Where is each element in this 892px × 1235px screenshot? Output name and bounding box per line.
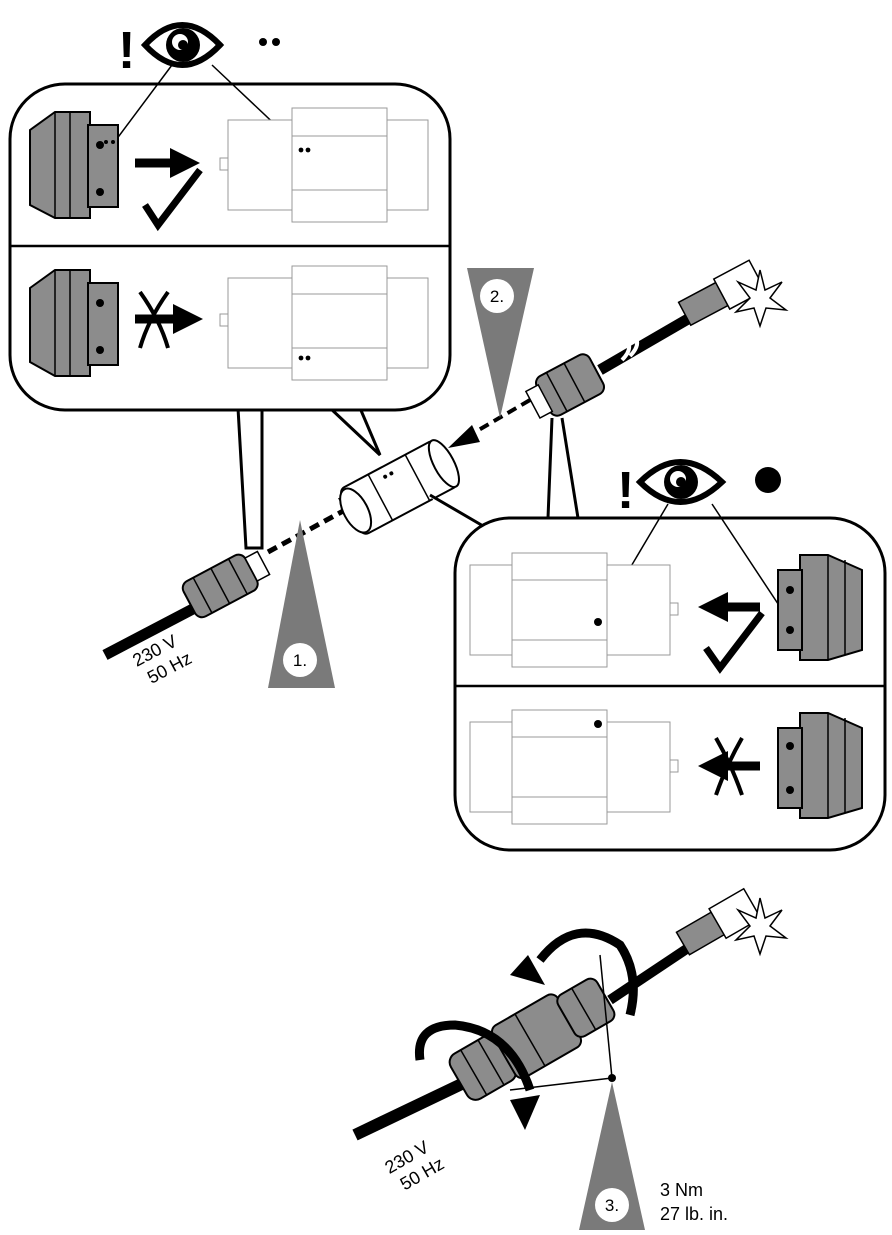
arrow-icon-head — [698, 751, 728, 781]
data-cable-lower — [607, 935, 703, 1005]
torque-metric-label: 3 Nm — [660, 1180, 703, 1200]
socket-side-view-correct — [219, 107, 429, 223]
attention-mark-right: ! — [617, 462, 634, 520]
eye-icon — [140, 22, 225, 68]
cable-break-mark — [620, 337, 640, 362]
step-1-number: 1. — [293, 651, 307, 670]
rotation-arrow-icon-head — [510, 1095, 540, 1130]
torque-pointer-line — [509, 1077, 613, 1091]
rotation-arrow-icon — [414, 1020, 535, 1092]
step-3-number: 3. — [605, 1196, 619, 1215]
dot-marker-large — [755, 467, 781, 493]
insert-arrow-step1 — [266, 507, 347, 555]
arrow-icon — [448, 425, 480, 448]
tightening-view: 230 V 50 Hz 3. 3 Nm 27 lb. in. — [352, 887, 789, 1230]
step-1-indicator: 1. — [268, 520, 335, 688]
socket-side-view-incorrect — [219, 265, 429, 381]
plug-side-view-incorrect — [777, 712, 863, 819]
cross-icon — [714, 737, 744, 796]
plug-side-view-correct — [777, 554, 863, 661]
click-star-icon — [733, 897, 789, 957]
plug-connector-left — [181, 550, 271, 619]
dot-marker — [259, 38, 267, 46]
right-callout-pointer-2 — [546, 417, 580, 519]
step-2-number: 2. — [490, 287, 504, 306]
plug-side-view-correct — [29, 111, 119, 219]
supply-cable-lower — [352, 1074, 473, 1141]
data-cable-right — [597, 307, 703, 375]
cross-icon — [138, 290, 170, 349]
attention-mark-upper: ! — [118, 22, 135, 80]
main-assembly-view: 230 V 50 Hz 1. 2. — [102, 259, 789, 688]
click-star-icon — [733, 269, 789, 329]
checkmark-icon — [142, 167, 203, 232]
upper-callout-pointer — [236, 407, 264, 550]
dot-marker — [272, 38, 280, 46]
torque-pointer-line — [599, 954, 613, 1079]
insert-arrow-step2 — [463, 398, 532, 440]
arrow-icon-head — [698, 592, 728, 622]
upper-callout-pointer-2 — [328, 406, 382, 457]
checkmark-icon — [703, 610, 765, 674]
torque-imperial-label: 27 lb. in. — [660, 1204, 728, 1224]
step-3-indicator: 3. — [579, 1082, 645, 1230]
upper-callout-panel: ! — [8, 22, 452, 550]
eye-icon — [635, 459, 727, 505]
eye-pointer-line — [109, 64, 173, 149]
plug-side-view-incorrect — [29, 269, 119, 377]
network-plug-end-lower — [675, 887, 762, 956]
torque-point — [608, 1074, 616, 1082]
step-2-indicator: 2. — [467, 268, 534, 418]
rotation-arrow-icon-head — [510, 955, 545, 985]
socket-side-view-incorrect — [469, 709, 679, 825]
socket-connector-center — [339, 439, 460, 535]
arrow-icon-head — [173, 304, 203, 334]
arrow-icon-head — [170, 148, 200, 178]
rotation-arrow-icon — [536, 928, 638, 1017]
right-callout-panel: ! — [429, 417, 887, 852]
socket-side-view-correct — [469, 552, 679, 668]
plug-connector-right — [524, 353, 605, 419]
